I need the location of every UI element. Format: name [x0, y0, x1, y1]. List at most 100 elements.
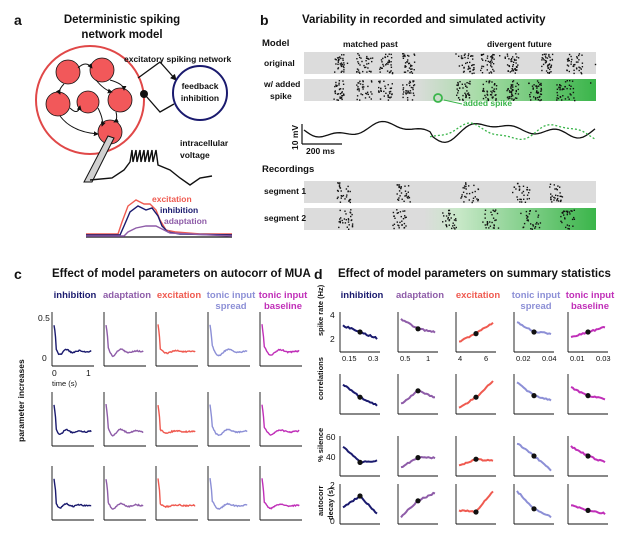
spike-dot: [461, 194, 463, 196]
spike-dot: [463, 70, 465, 73]
spike-dot: [357, 53, 359, 55]
spike-dot: [486, 223, 488, 226]
spike-dot: [379, 71, 381, 73]
spike-dot: [573, 69, 575, 71]
spike-dot: [569, 80, 571, 82]
spike-dot: [494, 219, 496, 222]
divergent-future-label: divergent future: [487, 39, 552, 49]
spike-dot: [512, 99, 515, 101]
spike-dot: [564, 98, 567, 100]
spike-dot: [594, 63, 597, 66]
spike-dot: [408, 55, 410, 57]
spike-dot: [343, 54, 345, 56]
spike-dot: [391, 93, 393, 95]
spike-dot: [559, 195, 561, 197]
spike-dot: [449, 212, 451, 215]
added-spike-label: added spike: [463, 98, 513, 108]
summary-row-label-0: spike rate (Hz): [316, 284, 325, 336]
spike-dot: [549, 186, 551, 188]
spike-dot: [342, 80, 344, 82]
spike-dot: [512, 56, 514, 58]
spike-dot: [526, 186, 528, 189]
spike-dot: [556, 84, 558, 86]
spike-dot: [534, 227, 536, 229]
spike-dot: [491, 97, 494, 99]
spike-dot: [379, 66, 382, 69]
spike-dot: [453, 224, 456, 226]
parameter-increases-label: parameter increases: [16, 359, 26, 442]
spike-dot: [362, 88, 364, 90]
spike-dot: [508, 90, 511, 92]
autocorr-subplot: [51, 312, 94, 367]
spike-dot: [397, 199, 400, 201]
spike-dot: [492, 68, 494, 71]
spike-dot: [557, 200, 560, 202]
spike-dot: [580, 71, 582, 74]
autocorr-curve: [261, 478, 300, 510]
spike-dot: [509, 91, 511, 93]
spike-dot: [451, 227, 453, 230]
spike-dot: [347, 190, 349, 193]
spike-dot: [482, 83, 484, 86]
spike-dot: [396, 193, 398, 195]
summary-subplot: [339, 484, 380, 525]
spike-dot: [509, 97, 511, 99]
spike-dot: [404, 210, 406, 212]
spike-dot: [454, 228, 456, 230]
spike-dot: [457, 81, 459, 84]
spike-dot: [338, 58, 340, 61]
spike-dot: [409, 84, 411, 87]
spike-dot: [517, 182, 519, 185]
spike-dot: [495, 98, 497, 100]
spike-dot: [368, 58, 370, 60]
spike-dot: [339, 56, 341, 58]
spike-dot: [519, 201, 521, 203]
spike-dot: [470, 55, 472, 57]
spike-dot: [468, 94, 470, 96]
spike-dot: [572, 91, 575, 94]
spike-dot: [397, 184, 399, 186]
spike-dot: [492, 53, 494, 56]
spike-dot: [481, 54, 484, 56]
spike-dot: [405, 216, 407, 218]
spike-dot: [530, 99, 532, 101]
spike-dot: [465, 183, 467, 185]
y-tick-label: 2: [330, 334, 335, 344]
spike-dot: [341, 195, 343, 197]
spike-dot: [339, 187, 342, 189]
feedback-synapse: [140, 90, 148, 98]
spike-dot: [494, 83, 496, 85]
spike-dot: [506, 55, 509, 57]
spike-dot: [467, 65, 470, 67]
spike-dot: [462, 71, 465, 73]
autocorr-subplot: [259, 466, 302, 521]
spike-dot: [492, 56, 494, 59]
spike-dot: [546, 57, 549, 59]
spike-dot: [389, 97, 391, 99]
spike-dot: [568, 225, 570, 227]
spike-dot: [495, 88, 498, 90]
spike-dot: [400, 186, 402, 188]
spike-dot: [341, 95, 344, 97]
spike-dot: [339, 220, 341, 222]
spike-dot: [385, 53, 387, 56]
spike-dot: [564, 81, 567, 83]
spike-dot: [405, 194, 407, 197]
spike-dot: [339, 88, 342, 90]
spike-dot: [404, 216, 406, 219]
spike-dot: [535, 210, 537, 212]
spike-dot: [385, 64, 387, 66]
spike-dot: [342, 83, 345, 85]
spike-dot: [507, 88, 509, 91]
spike-dot: [556, 199, 558, 202]
spike-dot: [397, 212, 399, 214]
spike-dot: [555, 194, 557, 196]
spike-dot: [455, 219, 457, 222]
spike-dot: [578, 69, 580, 72]
spike-dot: [573, 209, 575, 211]
spike-dot: [578, 54, 580, 57]
spike-dot: [339, 63, 341, 65]
spike-dot: [526, 198, 528, 200]
spike-dot: [551, 53, 554, 56]
spike-dot: [343, 64, 345, 66]
